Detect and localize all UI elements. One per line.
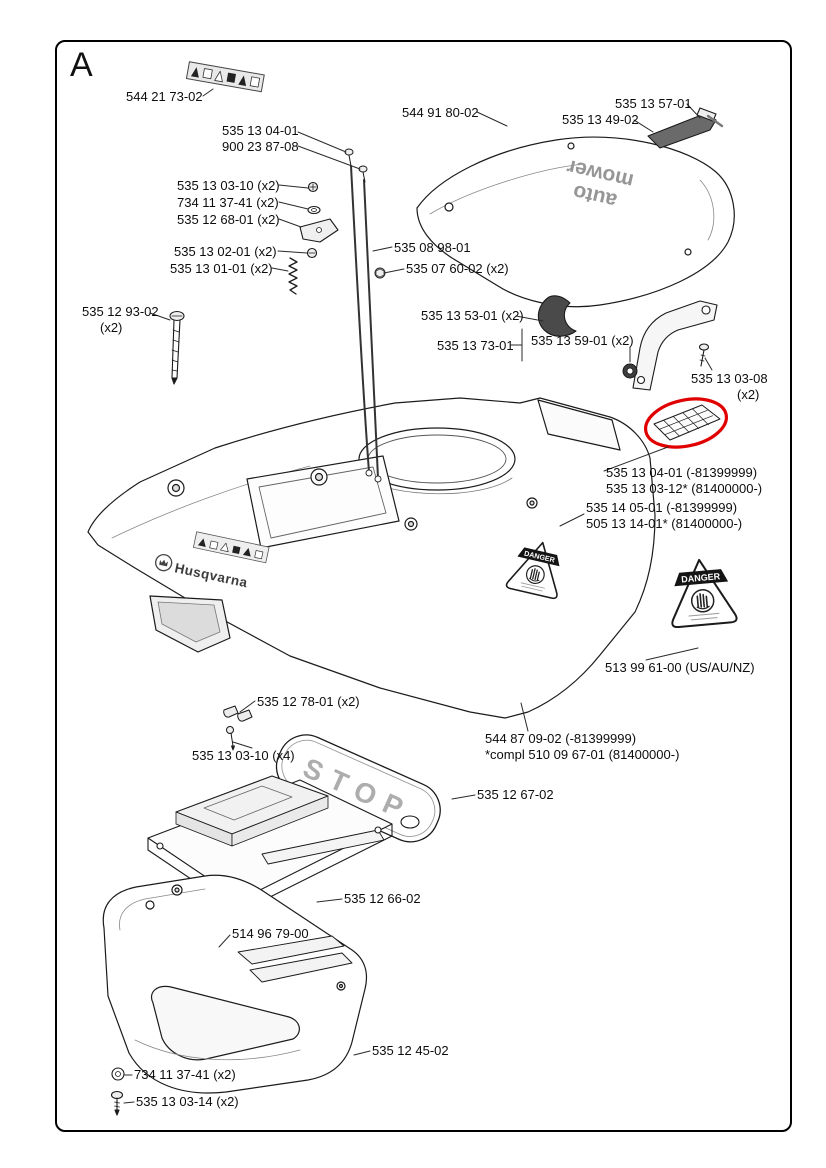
part-label-rear-panel-variants: 535 14 05-01 (-81399999)505 13 14-01* (8… (586, 500, 743, 531)
part-label-535-12-45-02: 535 12 45-02 (372, 1043, 449, 1058)
grommet-part (622, 363, 638, 379)
section-letter: A (70, 46, 93, 84)
standalone-danger-sticker: DANGER (671, 558, 738, 629)
part-label-535-13-53-01-x2: 535 13 53-01 (x2) (421, 308, 524, 323)
part-label-535-13-03-08: 535 13 03-08(x2) (691, 371, 768, 402)
part-label-535-12-93-02: 535 12 93-02(x2) (82, 304, 159, 335)
part-label-535-13-03-10-x4: 535 13 03-10 (x4) (192, 748, 295, 763)
part-label-chassis-variants: 544 87 09-02 (-81399999)*compl 510 09 67… (485, 731, 680, 762)
rod-parts (350, 165, 382, 483)
rear-bracket-part (632, 300, 718, 391)
part-label-734-11-37-41-x2: 734 11 37-41 (x2) (177, 195, 279, 210)
part-label-535-13-01-01-x2: 535 13 01-01 (x2) (170, 261, 273, 276)
part-label-514-96-79-00: 514 96 79-00 (232, 926, 309, 941)
part-label-535-08-98-01: 535 08 98-01 (394, 240, 471, 255)
part-label-544-91-80-02: 544 91 80-02 (402, 105, 479, 120)
part-label-535-13-02-01-x2: 535 13 02-01 (x2) (174, 244, 277, 259)
part-label-535-13-03-10-x2: 535 13 03-10 (x2) (177, 178, 280, 193)
part-label-535-07-60-02-x2: 535 07 60-02 (x2) (406, 261, 509, 276)
part-label-535-13-49-02: 535 13 49-02 (562, 112, 639, 127)
long-screw-icon (169, 310, 185, 385)
part-label-535-12-67-02: 535 12 67-02 (477, 787, 554, 802)
top-cover-part: auto mower (416, 136, 735, 308)
bottom-screw-icon (110, 1090, 124, 1116)
crown-icon (159, 559, 168, 567)
bracket-screw-icon (698, 343, 710, 367)
chassis-warning-strip (192, 531, 270, 564)
part-label-grille-variants: 535 13 04-01 (-81399999)535 13 03-12* (8… (606, 465, 763, 496)
part-label-535-13-03-14-x2: 535 13 03-14 (x2) (136, 1094, 239, 1109)
main-chassis-part (87, 397, 656, 719)
part-label-544-21-73-02: 544 21 73-02 (126, 89, 203, 104)
top-screw-icons (344, 148, 368, 183)
warning-sticker-strip (185, 61, 265, 93)
part-label-535-13-73-01: 535 13 73-01 (437, 338, 514, 353)
chassis-danger-sticker: DANGER (505, 541, 560, 600)
left-hardware-cluster (288, 181, 339, 295)
part-label-535-12-68-01-x2: 535 12 68-01 (x2) (177, 212, 280, 227)
clamp-parts (223, 705, 253, 751)
bottom-washer-icon (111, 1067, 125, 1081)
part-label-535-12-66-02: 535 12 66-02 (344, 891, 421, 906)
part-label-513-99-61-00: 513 99 61-00 (US/AU/NZ) (605, 660, 755, 675)
leader-lines (123, 88, 713, 1104)
washer-icon (307, 205, 321, 215)
bolt-icon (374, 267, 386, 279)
part-label-535-13-59-01-x2: 535 13 59-01 (x2) (531, 333, 634, 348)
part-label-535-13-57-01: 535 13 57-01 (615, 96, 692, 111)
handle-part (647, 107, 724, 149)
tray-part (147, 775, 393, 913)
spring-icon (288, 257, 298, 295)
part-label-734-11-37-41-x2-bottom: 734 11 37-41 (x2) (134, 1067, 236, 1082)
hinge-part (537, 295, 577, 337)
part-label-535-12-78-01-x2: 535 12 78-01 (x2) (257, 694, 360, 709)
danger-text: DANGER (681, 571, 721, 584)
bumper-part (102, 874, 368, 1094)
